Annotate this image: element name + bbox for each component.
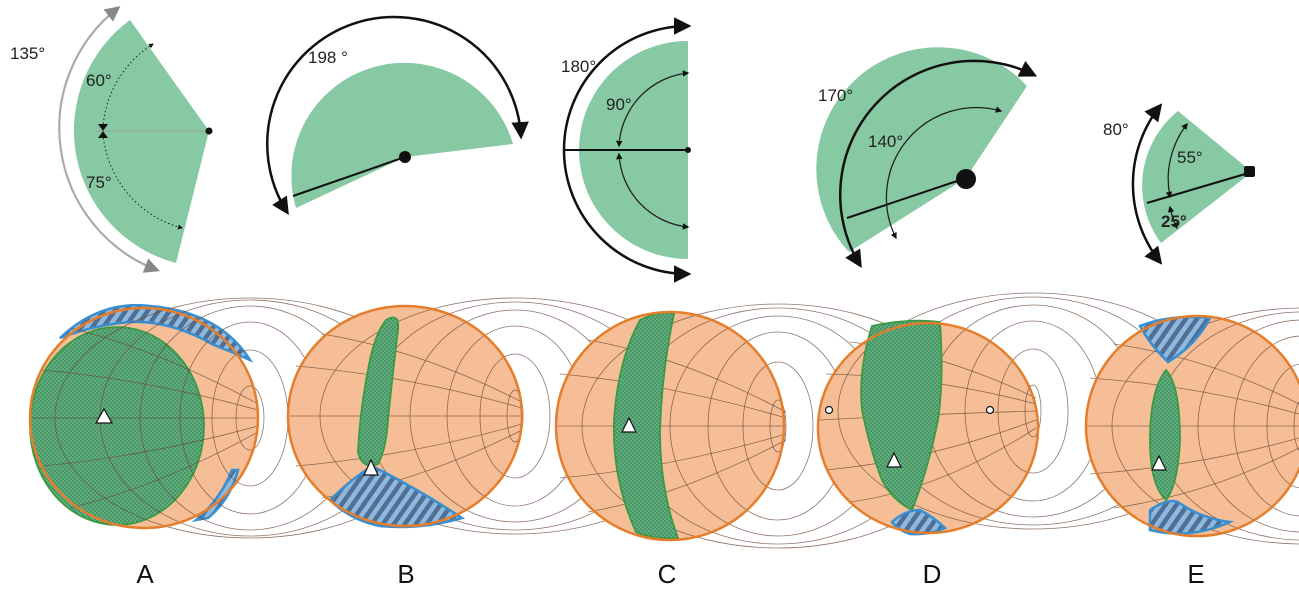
panel-label-d: D: [923, 559, 942, 589]
observer-marker-b: [363, 458, 379, 476]
wedge-diagram-b: 198 °: [266, 15, 529, 215]
eye-icon: [399, 151, 411, 163]
panel-label-b: B: [397, 559, 414, 589]
hatched-region-b: [328, 464, 465, 529]
observer-marker-d: [886, 451, 902, 468]
total-angle-arc-a: [58, 6, 160, 273]
total-angle-arc-d: [839, 59, 1038, 268]
total-angle-arc-c: [562, 17, 692, 283]
globe-b: [286, 297, 711, 535]
eye-icon: [1244, 166, 1255, 177]
observer-marker-a: [94, 407, 114, 424]
angle-label-d-total: 170°: [818, 86, 853, 105]
globe-e: [1084, 307, 1299, 545]
upper-angle-arc-c: [615, 70, 690, 148]
visible-region-b: [357, 316, 400, 467]
angle-label-a-total: 135°: [10, 44, 45, 63]
reference-dot-right: [985, 405, 995, 415]
globe-c: [554, 303, 975, 549]
angle-label-e-total: 80°: [1103, 120, 1129, 139]
angle-label-e-lower: 25°: [1161, 212, 1187, 231]
angle-label-a-upper: 60°: [86, 71, 112, 90]
wedge-diagram-d: 170° 140°: [816, 47, 1038, 268]
wedge-diagram-c: 180° 90°: [561, 17, 692, 283]
lower-angle-arc-c: [615, 152, 690, 230]
observer-marker-c: [621, 416, 637, 433]
total-angle-arc-b: [266, 15, 529, 215]
inner-angle-arc-d: [885, 106, 1003, 240]
lower-angle-arc-a: [102, 133, 183, 230]
observer-marker-e: [1151, 454, 1167, 471]
globe-a: [28, 297, 446, 539]
total-angle-arc-e: [1131, 103, 1163, 265]
wedge-diagram-e: 80° 55° 25°: [1103, 103, 1255, 265]
angle-label-c-inner: 90°: [606, 95, 632, 114]
angle-label-d-inner: 140°: [868, 132, 903, 151]
visible-region-c: [612, 311, 680, 540]
panel-label-e: E: [1187, 559, 1204, 589]
eye-icon: [205, 127, 213, 135]
eye-icon: [685, 147, 691, 153]
angle-label-c-total: 180°: [561, 57, 596, 76]
panel-label-c: C: [658, 559, 677, 589]
angle-label-a-lower: 75°: [86, 173, 112, 192]
lower-angle-arc-e: [1167, 205, 1178, 230]
field-of-view-wedge-b: [291, 62, 513, 208]
wedge-diagram-a: 135° 60° 75°: [10, 6, 213, 273]
angle-label-b-total: 198 °: [308, 48, 348, 67]
panel-label-a: A: [136, 559, 154, 589]
eye-icon: [956, 169, 976, 189]
visible-region-a: [29, 326, 205, 526]
upper-angle-arc-e: [1165, 122, 1188, 199]
angle-label-e-upper: 55°: [1177, 148, 1203, 167]
hatched-region-a-top: [59, 304, 254, 363]
globe-d: [816, 292, 1229, 536]
reference-dot-left: [824, 405, 834, 415]
